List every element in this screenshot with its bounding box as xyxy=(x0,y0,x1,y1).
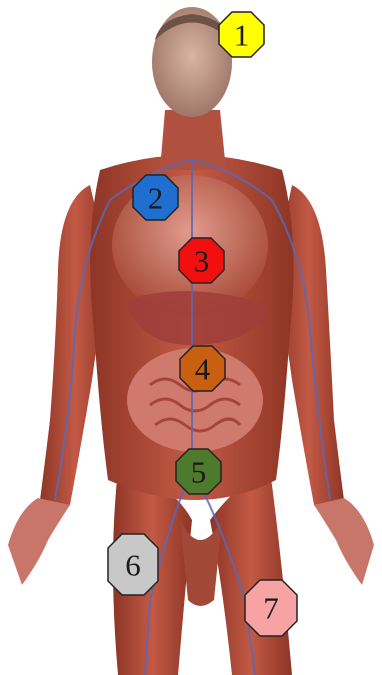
marker-3: 3 xyxy=(179,238,224,283)
marker-1: 1 xyxy=(219,12,264,57)
marker-2: 2 xyxy=(133,175,178,220)
marker-3-label: 3 xyxy=(194,244,210,279)
marker-6-label: 6 xyxy=(125,548,141,583)
marker-1-label: 1 xyxy=(234,18,250,53)
marker-5: 5 xyxy=(176,449,221,494)
marker-2-label: 2 xyxy=(148,181,164,216)
marker-7: 7 xyxy=(245,580,297,636)
marker-6: 6 xyxy=(108,534,158,595)
marker-4-label: 4 xyxy=(195,352,211,387)
marker-7-label: 7 xyxy=(263,591,279,626)
marker-5-label: 5 xyxy=(191,455,207,490)
marker-4: 4 xyxy=(180,346,225,391)
